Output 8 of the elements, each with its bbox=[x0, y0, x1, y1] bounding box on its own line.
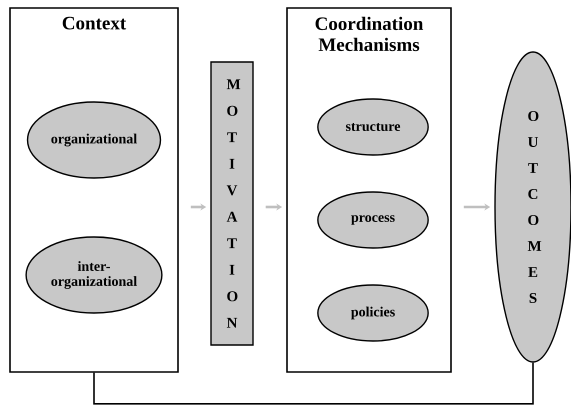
oval: policies bbox=[317, 284, 429, 342]
vertical-oval: OUTCOMES bbox=[494, 51, 571, 363]
oval: structure bbox=[317, 98, 429, 156]
vertical-bar: MOTIVATION bbox=[210, 61, 254, 346]
oval: organizational bbox=[26, 101, 162, 179]
connector-line bbox=[93, 362, 534, 405]
oval: inter- organizational bbox=[25, 236, 163, 314]
oval: process bbox=[317, 191, 429, 249]
